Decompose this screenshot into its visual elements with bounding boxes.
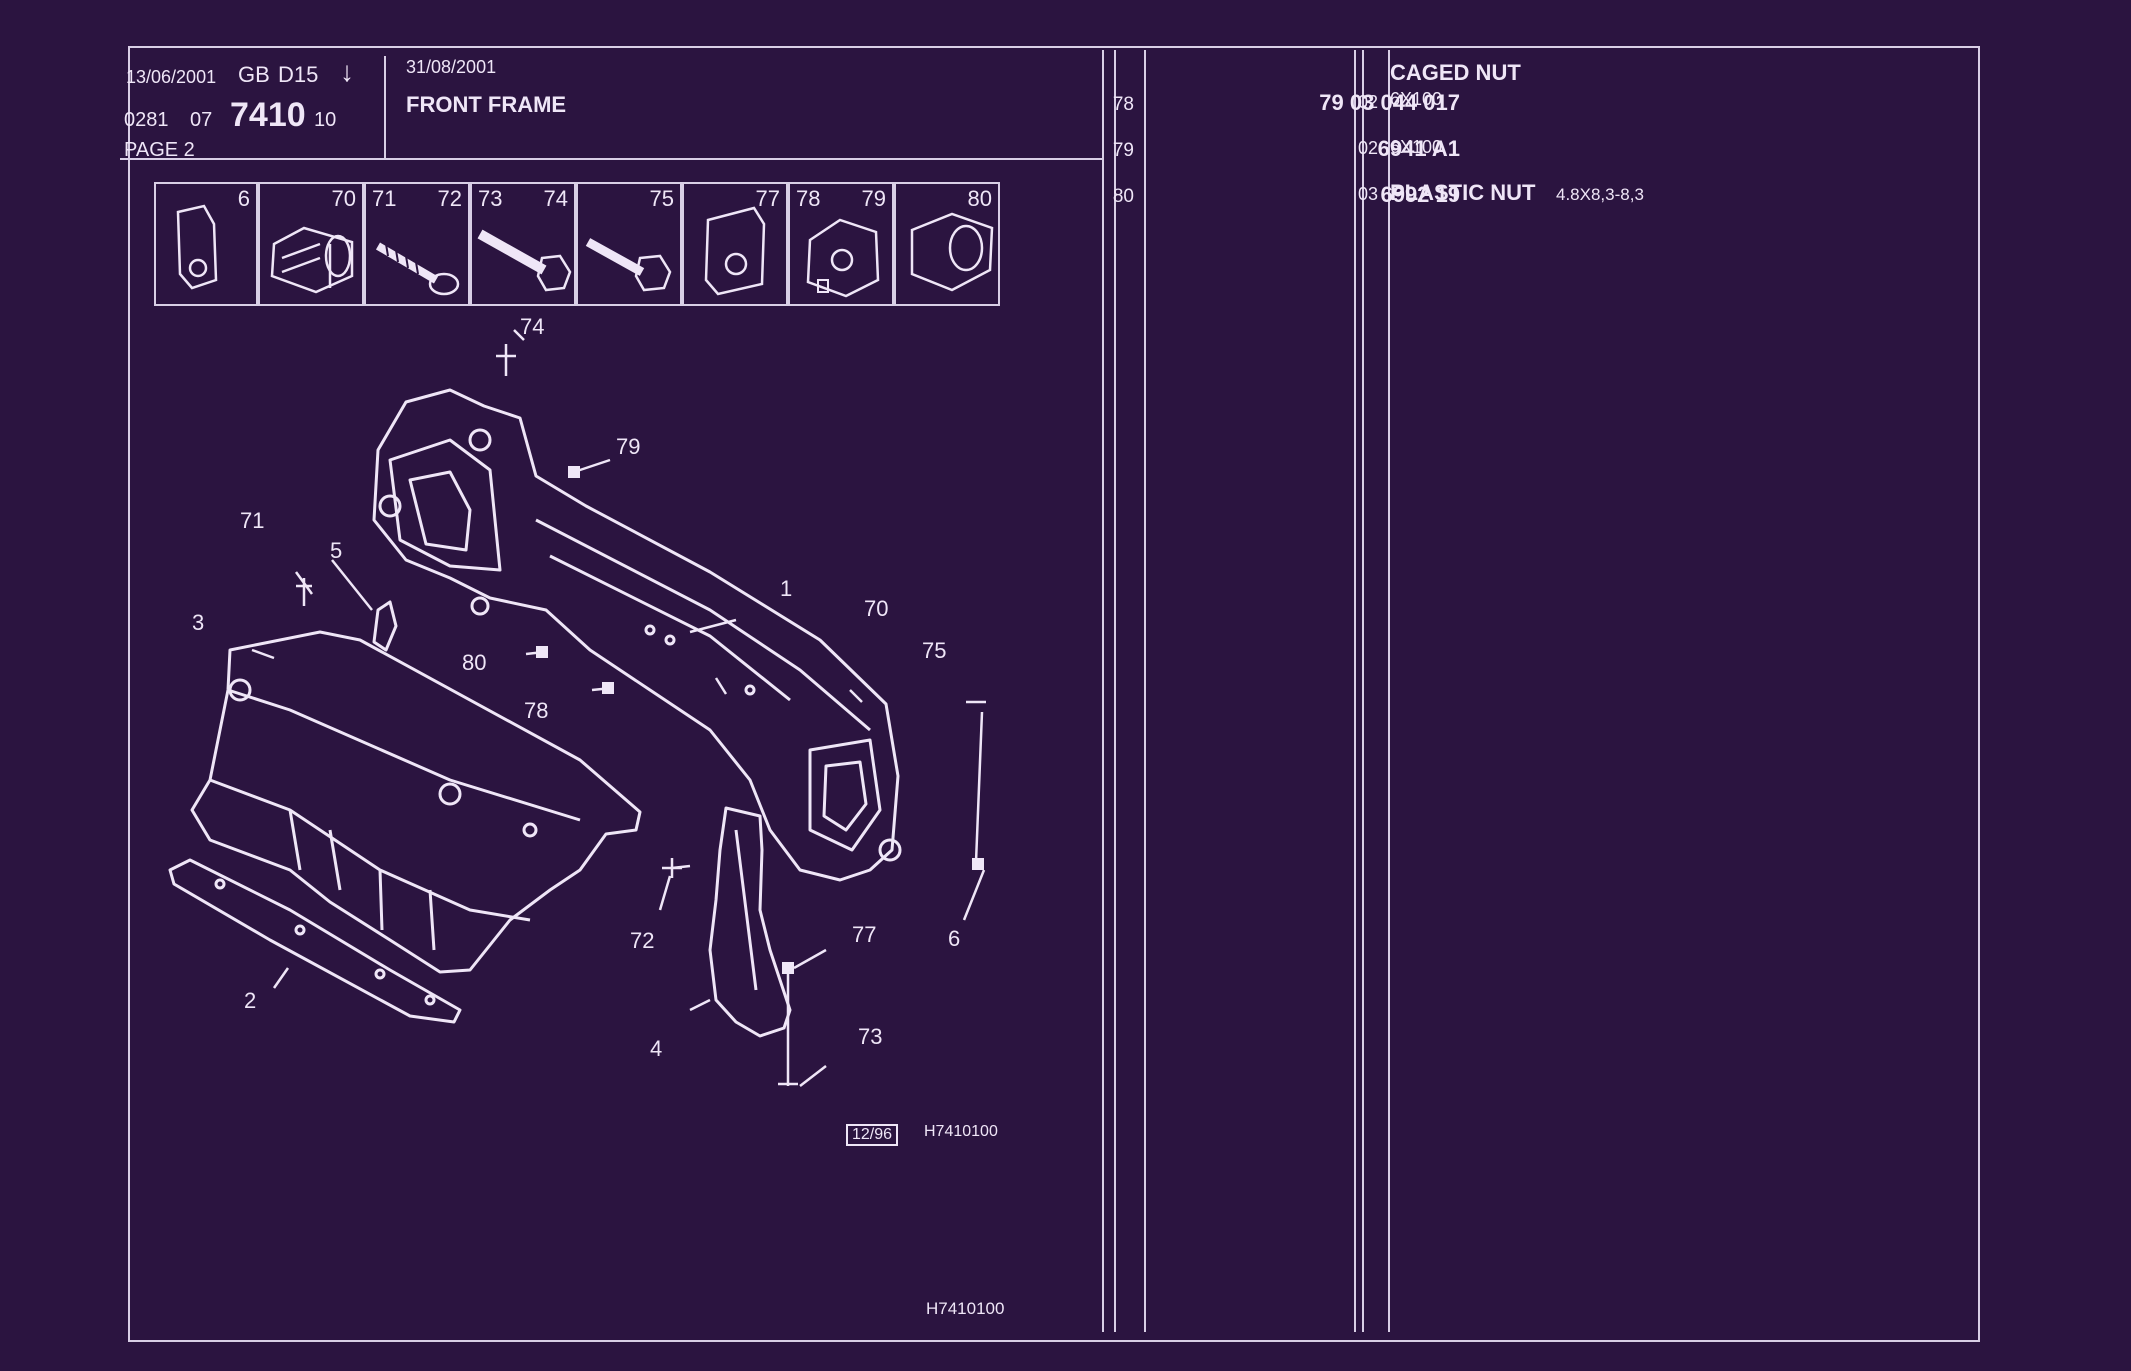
thumbnail-73-74[interactable]: 73 74: [470, 182, 576, 306]
column-line-5: [1362, 50, 1364, 1332]
callout-label: 78: [524, 698, 548, 723]
thumbnail-label: 75: [649, 186, 674, 211]
down-arrow-icon: ↓: [340, 56, 354, 87]
caged-nut-icon: [176, 204, 218, 290]
quantity: 03: [1358, 184, 1379, 204]
bracket-5: [372, 600, 398, 652]
part-spec: 4.8X8,3-8,3: [1556, 185, 1644, 204]
thumbnail-label: 77: [755, 186, 780, 211]
page-number: PAGE 2: [124, 139, 195, 161]
thumbnail-70[interactable]: 70: [258, 182, 364, 306]
thumbnail-78-79[interactable]: 78 79: [788, 182, 894, 306]
thumbnail-label: 73: [478, 186, 503, 211]
deflector-4: [708, 806, 792, 1038]
column-line-1: [1102, 50, 1104, 1332]
front-frame-diagram: 74 79 71 5 1 3 70 80 75 78 72 77 6 2 4 7…: [168, 314, 986, 1087]
page-title: FRONT FRAME: [406, 92, 567, 117]
column-line-7: [1978, 50, 1980, 1332]
thumbnail-label: 70: [331, 186, 356, 211]
part-number: 6941 A1: [1377, 136, 1460, 161]
callout-label: 75: [922, 638, 946, 663]
parts-row: 80 6992 19 03: [1110, 178, 1980, 218]
market-code: GB: [238, 62, 270, 87]
plastic-nut-icon: [910, 212, 994, 292]
callout-label: 6: [948, 926, 960, 951]
callout-label: 2: [244, 988, 256, 1013]
callout-label: 74: [520, 314, 544, 339]
callout-label: 4: [650, 1036, 662, 1061]
lower-panel-3: [190, 630, 642, 974]
thumbnail-77[interactable]: 77: [682, 182, 788, 306]
cage-nut-icon: [806, 218, 880, 298]
thumbnail-label: 71: [372, 186, 397, 211]
callout-label: 79: [616, 434, 640, 459]
callout-label: 77: [852, 922, 876, 947]
print-date: 13/06/2001: [126, 67, 217, 87]
part-number: 79 03 044 017: [1319, 90, 1460, 115]
group-number: 7410: [230, 96, 306, 134]
header-divider: [120, 158, 1102, 160]
clip-icon: [270, 226, 354, 294]
thumbnail-6[interactable]: 6: [154, 182, 258, 306]
bottom-strip-2: [168, 858, 462, 1024]
code-mid: 07: [190, 109, 213, 131]
series-code: D15: [278, 62, 319, 87]
quantity: 02: [1358, 92, 1379, 112]
column-line-4: [1354, 50, 1356, 1332]
thumbnail-71-72[interactable]: 71 72: [364, 182, 470, 306]
diagram-ref-code: H7410100: [924, 1123, 998, 1140]
ref-number: 79: [1112, 140, 1134, 161]
clip-nut-icon: [704, 206, 766, 296]
parts-row: 79 6941 A1 02: [1110, 132, 1980, 172]
update-date: 31/08/2001: [406, 57, 497, 77]
code-prefix: 0281: [124, 109, 169, 131]
column-line-2: [1114, 50, 1116, 1332]
column-line-6: [1388, 50, 1390, 1332]
header-separator: [384, 56, 386, 160]
part-number: 6992 19: [1380, 182, 1460, 207]
thumbnail-label: 72: [437, 186, 462, 211]
callout-label: 71: [240, 508, 264, 533]
thumbnail-label: 74: [543, 186, 568, 211]
ref-number: 80: [1112, 186, 1134, 207]
ref-number: 78: [1112, 94, 1134, 115]
callout-label: 5: [330, 538, 342, 563]
flange-bolt-icon: [585, 238, 672, 292]
column-line-3: [1144, 50, 1146, 1332]
thumbnail-75[interactable]: 75: [576, 182, 682, 306]
thumbnail-label: 79: [861, 186, 886, 211]
callout-label: 1: [780, 576, 792, 601]
thumbnail-label: 6: [237, 186, 250, 211]
callout-label: 72: [630, 928, 654, 953]
part-description: CAGED NUT: [1390, 60, 1521, 85]
part-spec: 6X100: [1390, 137, 1443, 157]
code-suffix: 10: [314, 109, 337, 131]
footer-code: H7410100: [926, 1299, 1005, 1318]
thumbnail-label: 78: [796, 186, 821, 211]
thumbnail-label: 80: [967, 186, 992, 211]
callout-label: 3: [192, 610, 204, 635]
bolt-icon: [477, 229, 572, 292]
screw-icon: [375, 242, 460, 296]
thumbnail-80[interactable]: 80: [894, 182, 1000, 306]
parts-row: 78 79 03 044 017 02: [1110, 86, 1980, 126]
callout-label: 80: [462, 650, 486, 675]
quantity: 02: [1358, 138, 1379, 158]
front-frame-crossmember: [372, 388, 900, 882]
part-spec: 6X100: [1390, 89, 1443, 109]
part-description: PLASTIC NUT: [1390, 180, 1536, 205]
callout-label: 70: [864, 596, 888, 621]
callout-label: 73: [858, 1024, 882, 1049]
stamp-date: 12/96: [846, 1124, 899, 1146]
